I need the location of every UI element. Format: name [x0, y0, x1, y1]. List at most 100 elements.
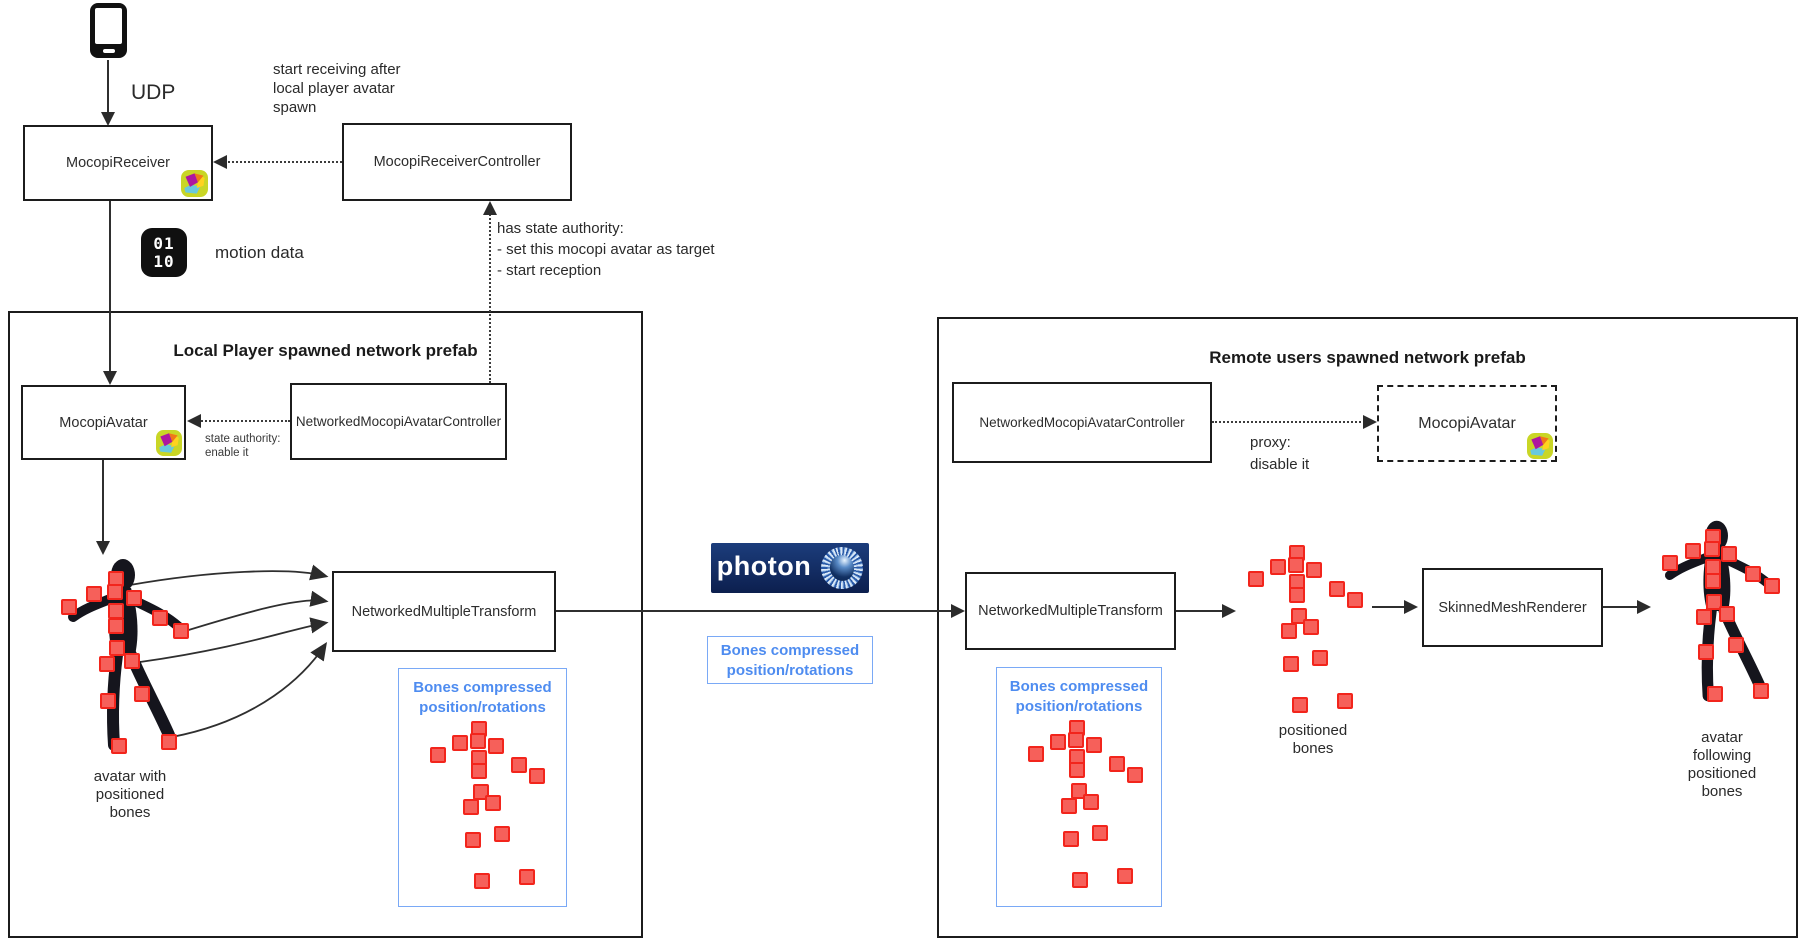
bone-square — [100, 693, 117, 710]
bone-feed-curves — [129, 564, 329, 738]
bone-square — [1281, 622, 1298, 639]
motion-data-arrowhead — [103, 371, 117, 385]
mocopi-app-icon — [1527, 433, 1553, 459]
bone-square — [1728, 637, 1745, 654]
bone-square — [463, 798, 480, 815]
photon-logo-text: photon — [716, 551, 812, 581]
mocopi-receiver-box: MocopiReceiver — [23, 125, 213, 201]
proxy-label: proxy: disable it — [1250, 434, 1310, 473]
remote-bones-compressed-title: Bones compressed position/rotations — [1009, 678, 1149, 715]
local-networked-multiple-transform-box: NetworkedMultipleTransform — [332, 571, 556, 652]
bone-square — [1744, 565, 1761, 582]
bone-square — [1288, 557, 1305, 574]
proxy-dotted-line — [1212, 421, 1365, 423]
bone-square — [1282, 656, 1299, 673]
remote-avatar-caption: avatar following positioned bones — [1687, 729, 1757, 800]
remote-mocopi-avatar-label: MocopiAvatar — [1418, 414, 1516, 432]
bone-square — [1061, 797, 1078, 814]
smartphone-icon — [90, 3, 127, 58]
bone-square — [1092, 824, 1109, 841]
transform-to-bones-arrowhead — [1222, 604, 1236, 618]
local-avatar-caption: avatar with positioned bones — [93, 768, 167, 821]
bone-square — [106, 584, 123, 601]
bone-square — [471, 763, 488, 780]
controller-to-receiver-arrowhead — [213, 155, 227, 169]
bones-to-renderer-line — [1372, 606, 1406, 609]
bone-square — [133, 685, 150, 702]
state-authority-note: has state authority: - set this mocopi a… — [497, 220, 715, 279]
proxy-arrowhead — [1363, 415, 1377, 429]
enable-arrowhead — [187, 414, 201, 428]
bone-square — [1085, 737, 1102, 754]
bone-square — [1328, 580, 1345, 597]
bone-square — [1068, 732, 1085, 749]
bone-square — [1336, 693, 1353, 710]
bone-square — [1346, 592, 1363, 609]
remote-prefab-title: Remote users spawned network prefab — [1209, 348, 1526, 367]
phone-screen — [95, 8, 122, 44]
network-transfer-line — [556, 610, 954, 613]
middle-bones-compressed-label: Bones compressed position/rotations — [720, 642, 860, 679]
bone-square — [152, 610, 169, 627]
bone-square — [518, 869, 535, 886]
bone-square — [1696, 609, 1713, 626]
photon-swirl-icon — [815, 541, 869, 595]
state-authority-enable-label: state authority: enable it — [205, 433, 281, 459]
bone-square — [1071, 871, 1088, 888]
skinned-mesh-renderer-label: SkinnedMeshRenderer — [1438, 599, 1587, 616]
bone-square — [1662, 555, 1679, 571]
bone-square — [1269, 558, 1286, 575]
local-networked-mocopi-avatar-controller-box: NetworkedMocopiAvatarController — [290, 383, 507, 460]
bone-square — [1291, 696, 1308, 713]
bone-square — [1028, 745, 1045, 762]
avatar-feed-line — [102, 460, 105, 545]
remote-transform-label: NetworkedMultipleTransform — [978, 603, 1163, 619]
renderer-to-avatar-line — [1603, 606, 1639, 609]
binary-data-icon: 01 10 — [141, 228, 187, 277]
remote-networked-mocopi-avatar-controller-box: NetworkedMocopiAvatarController — [952, 382, 1212, 463]
local-controller-label: NetworkedMocopiAvatarController — [295, 414, 502, 429]
bone-square — [1248, 570, 1265, 587]
bone-square — [470, 733, 487, 750]
positioned-bones-cluster — [1248, 545, 1363, 713]
bone-square — [1083, 794, 1100, 811]
mocopi-app-icon — [181, 170, 208, 197]
bone-square — [1703, 541, 1720, 557]
bone-square — [464, 832, 481, 849]
mocopi-receiver-controller-box: MocopiReceiverController — [342, 123, 572, 201]
udp-label: UDP — [131, 81, 176, 104]
bone-square — [487, 738, 504, 755]
bone-square — [1070, 782, 1087, 799]
local-bones-cluster — [430, 721, 545, 889]
remote-controller-label: NetworkedMocopiAvatarController — [979, 415, 1185, 430]
udp-arrow-line — [107, 60, 110, 116]
state-authority-arrowhead — [483, 201, 497, 215]
bone-square — [1290, 607, 1307, 624]
phone-home-button — [102, 49, 115, 53]
mocopi-app-icon — [156, 430, 182, 456]
motion-data-line — [109, 201, 112, 375]
bone-square — [1707, 686, 1724, 703]
bone-square — [451, 734, 468, 751]
bone-square — [1718, 605, 1735, 622]
start-receiving-note: start receiving after local player avata… — [273, 61, 401, 116]
bone-square — [107, 617, 124, 634]
remote-networked-multiple-transform-box: NetworkedMultipleTransform — [965, 572, 1176, 650]
bone-square — [110, 737, 127, 754]
bone-square — [1069, 762, 1086, 779]
middle-bones-compressed-label-box: Bones compressed position/rotations — [707, 636, 873, 684]
bone-square — [1705, 593, 1722, 610]
bone-square — [1062, 831, 1079, 848]
bone-square — [98, 656, 115, 673]
local-avatar-joint-bones — [60, 570, 190, 755]
bone-square — [1312, 649, 1329, 666]
avatar-feed-arrowhead — [96, 541, 110, 555]
bone-square — [1305, 562, 1322, 579]
bone-square — [109, 639, 126, 656]
motion-data-label: motion data — [215, 243, 304, 262]
bone-square — [430, 746, 447, 763]
local-prefab-title: Local Player spawned network prefab — [173, 341, 478, 360]
controller-to-receiver-dotted-line — [224, 161, 342, 163]
photon-logo: photon — [711, 541, 869, 595]
